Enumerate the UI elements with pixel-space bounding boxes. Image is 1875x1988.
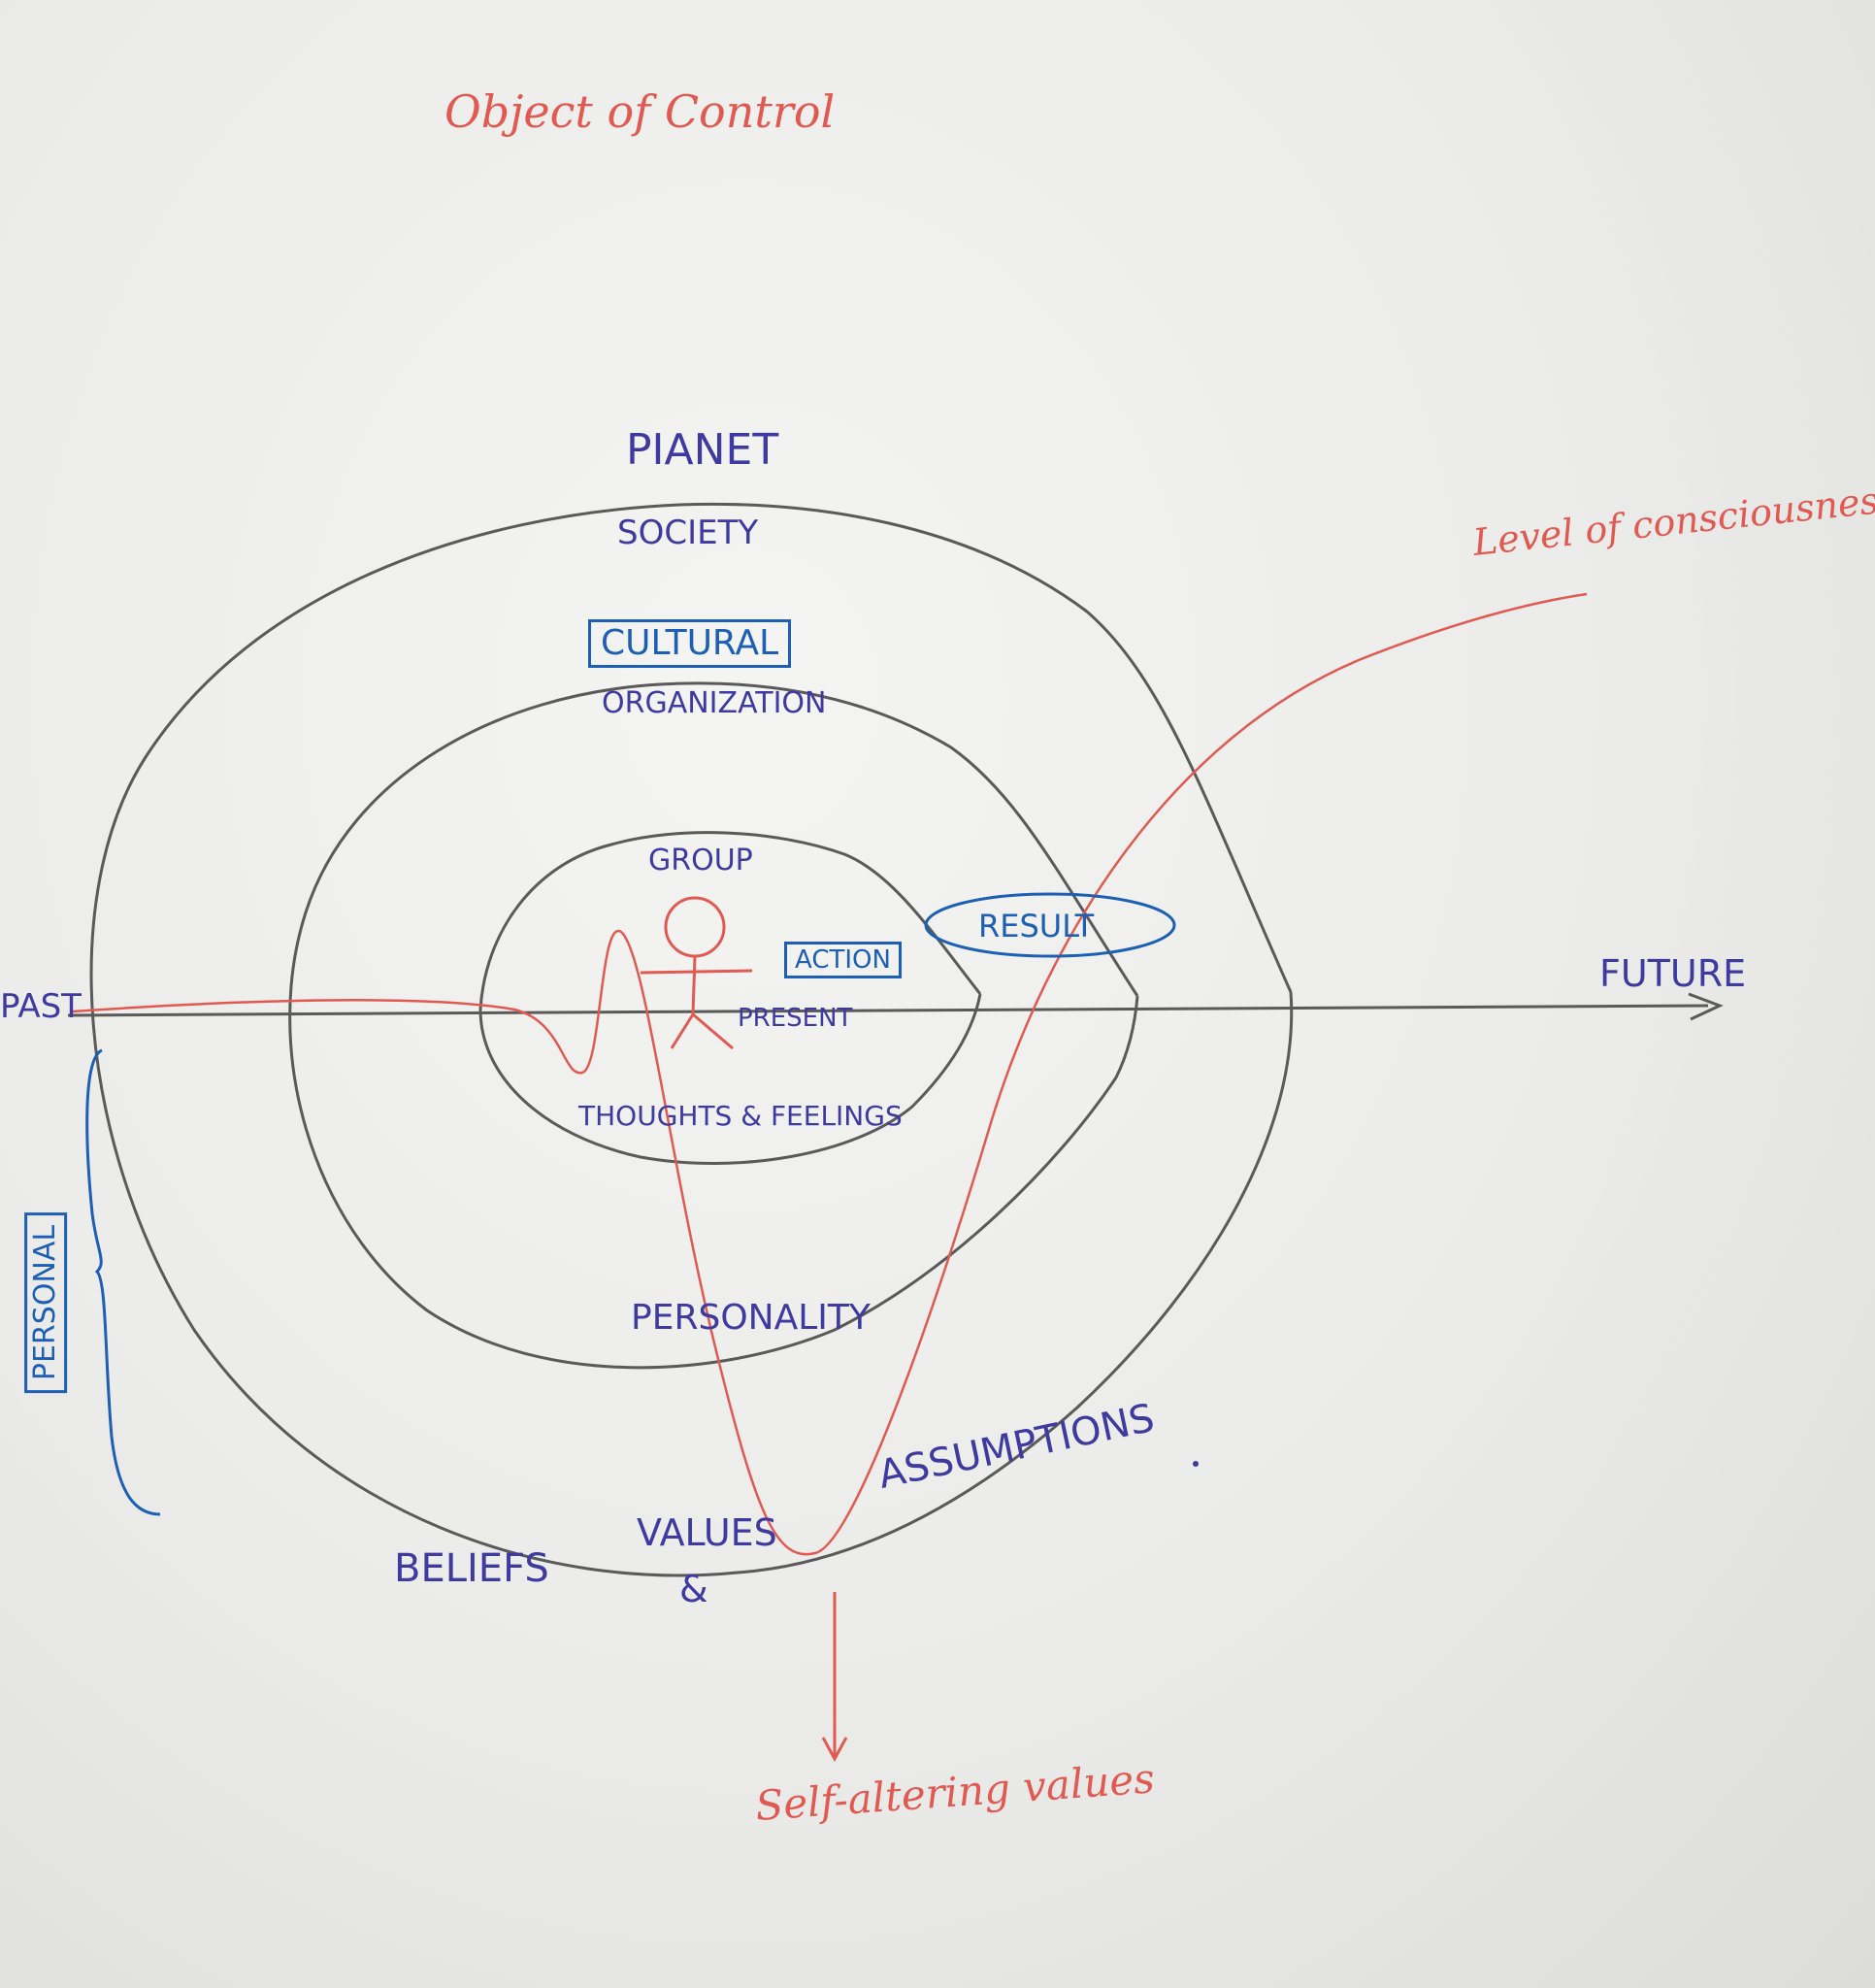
time-axis bbox=[67, 1004, 1709, 1017]
diagram-title: Object of Control bbox=[444, 85, 836, 138]
label-personal: PERSONAL bbox=[24, 1211, 68, 1394]
label-future: FUTURE bbox=[1599, 952, 1747, 995]
label-beliefs: BELIEFS bbox=[394, 1546, 549, 1591]
middle-circle bbox=[288, 681, 1139, 1370]
result-outline bbox=[924, 892, 1176, 958]
label-action: ACTION bbox=[784, 942, 902, 978]
label-cultural: CULTURAL bbox=[588, 619, 792, 668]
label-values: VALUES bbox=[637, 1511, 777, 1554]
personal-bracket bbox=[85, 1048, 161, 1516]
inner-circle bbox=[478, 831, 982, 1165]
label-planet: PIANET bbox=[626, 425, 779, 475]
label-group: GROUP bbox=[648, 844, 753, 878]
label-personality: PERSONALITY bbox=[631, 1298, 871, 1338]
self-altering-arrowhead bbox=[821, 1737, 848, 1763]
time-axis-arrowhead bbox=[1688, 992, 1724, 1021]
label-past: PAST bbox=[0, 987, 82, 1026]
label-society: SOCIETY bbox=[617, 514, 759, 552]
outer-circle bbox=[89, 502, 1294, 1577]
consciousness-curve bbox=[72, 592, 1588, 1556]
person-figure bbox=[640, 896, 753, 1050]
label-present: PRESENT bbox=[738, 1004, 853, 1033]
label-ampersand: & bbox=[679, 1568, 708, 1610]
ink-dot bbox=[1193, 1461, 1199, 1467]
label-result: RESULT bbox=[978, 908, 1095, 944]
label-organization: ORGANIZATION bbox=[602, 686, 827, 720]
label-thoughts-feelings: THOUGHTS & FEELINGS bbox=[578, 1100, 903, 1132]
